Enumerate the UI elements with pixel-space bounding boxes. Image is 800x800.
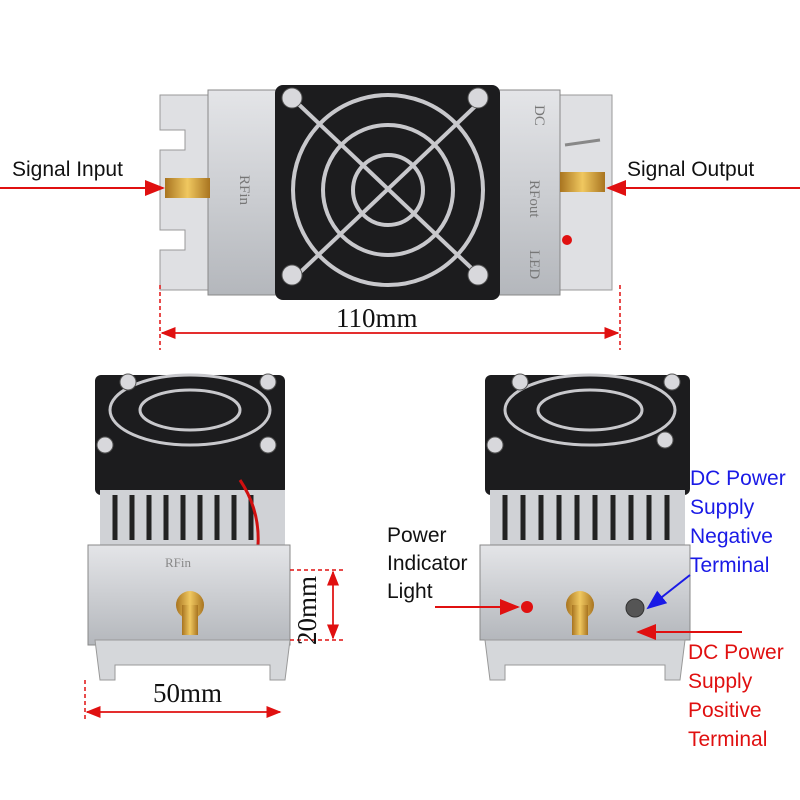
width-dimension-label: 50mm: [153, 678, 223, 708]
height-dimension-line: [290, 569, 345, 641]
dc-negative-label: DC Power Supply Negative Terminal: [690, 467, 786, 577]
fan-screws: [281, 87, 489, 286]
front-view-input-side: RFin: [87, 373, 291, 681]
dc-terminal: [564, 138, 601, 147]
height-dimension-label: 20mm: [292, 575, 322, 645]
led-indicator: [562, 235, 572, 245]
top-view-amplifier: RFin RFout DC LED: [159, 85, 613, 300]
dc-positive-label: DC Power Supply Positive Terminal: [688, 641, 784, 751]
svg-text:RFin: RFin: [165, 555, 192, 570]
svg-text:RFout: RFout: [526, 180, 542, 218]
svg-text:LED: LED: [526, 250, 542, 279]
dc-negative-arrow: [646, 574, 691, 610]
length-dimension-label: 110mm: [336, 303, 418, 333]
signal-input-label: Signal Input: [12, 158, 123, 181]
power-indicator-label: Power Indicator Light: [387, 524, 468, 603]
rf-input-connector: [165, 178, 210, 198]
rf-output-connector: [560, 172, 605, 192]
width-dimension-line: [84, 680, 282, 720]
svg-text:DC: DC: [531, 105, 547, 126]
signal-output-label: Signal Output: [627, 158, 755, 181]
length-dimension-line: [159, 285, 621, 350]
front-view-output-side: [479, 373, 691, 681]
svg-text:RFin: RFin: [236, 175, 252, 206]
fan-guard: [290, 93, 486, 287]
